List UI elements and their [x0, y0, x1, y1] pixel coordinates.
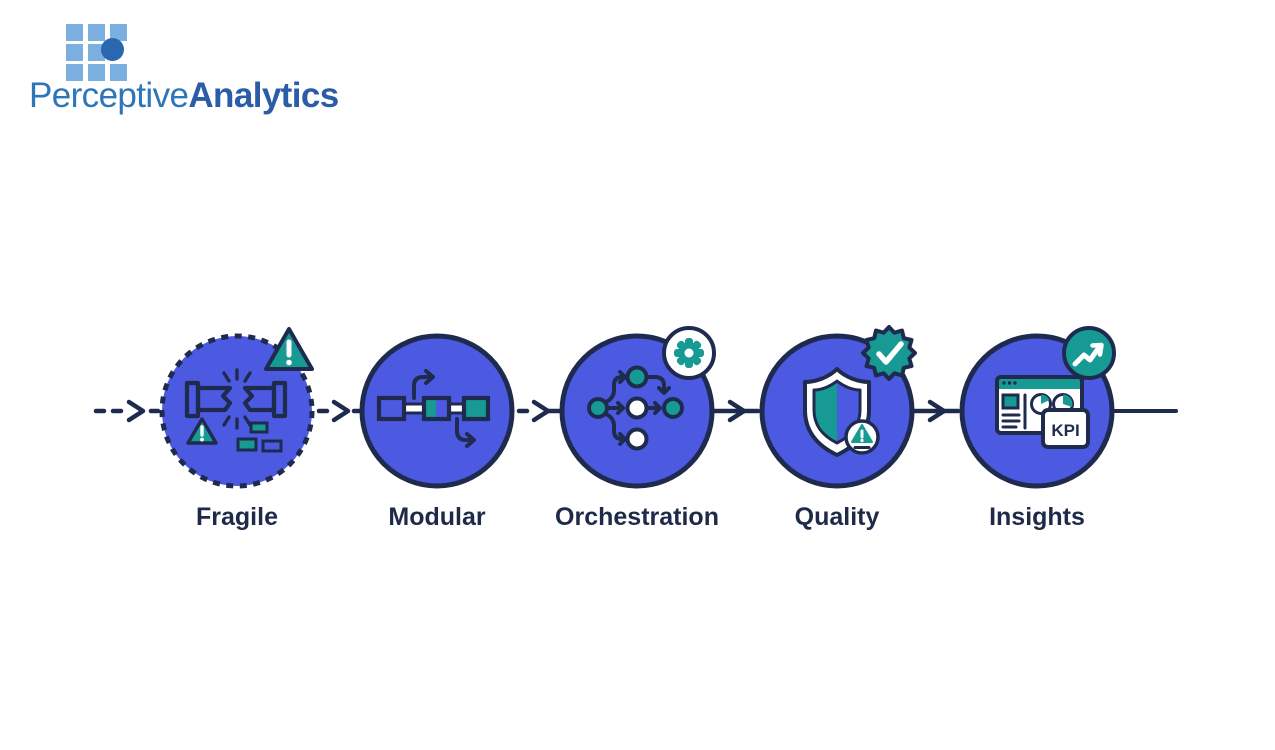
check-seal-badge-icon [861, 325, 917, 381]
spark-lines-top [222, 368, 252, 383]
broken-pipe-icon [184, 368, 288, 430]
alert-bubble-icon [844, 419, 880, 455]
window-dots-icon [1002, 381, 1017, 385]
stage-orchestration-graphic [559, 326, 716, 489]
fragile-circle [159, 333, 315, 489]
reroute-arrow-down [455, 417, 476, 448]
connector-quality-insights [911, 399, 961, 423]
logo-wordmark: PerceptiveAnalytics [29, 76, 339, 116]
debris-blocks-icon [236, 421, 283, 453]
logo-dot-icon [101, 38, 124, 61]
kpi-card-label: KPI [1051, 421, 1079, 440]
stage-insights-graphic: KPI [959, 326, 1116, 489]
reroute-arrow-up [412, 369, 435, 400]
list-lines-icon [1001, 413, 1021, 429]
stage-fragile-graphic [159, 327, 315, 489]
shield-alert-icon [803, 367, 880, 457]
perceptive-analytics-logo: PerceptiveAnalytics [0, 0, 360, 130]
stage-label-orchestration: Orchestration [555, 503, 719, 531]
stage-label-fragile: Fragile [196, 503, 278, 531]
warning-triangle-small-icon [186, 417, 218, 445]
stage-quality-graphic [759, 325, 917, 489]
brand-name-bold: Analytics [188, 76, 339, 115]
brand-name-regular: Perceptive [29, 76, 189, 115]
pipeline-connectors [93, 399, 1178, 423]
warning-triangle-badge-icon [264, 327, 314, 371]
kpi-dashboard-icon: KPI [995, 375, 1090, 449]
connector-start-fragile [93, 399, 161, 423]
modular-blocks-icon [376, 369, 491, 448]
stage-modular-graphic [359, 333, 515, 489]
trend-up-badge-icon [1062, 326, 1116, 380]
kpi-card: KPI [1041, 408, 1090, 449]
spark-lines-bottom [222, 415, 252, 430]
gear-badge-icon [662, 326, 716, 380]
connector-orchestration-quality [711, 399, 761, 423]
stage-label-modular: Modular [388, 503, 486, 531]
stage-label-quality: Quality [794, 503, 880, 531]
stage-label-insights: Insights [989, 503, 1085, 531]
dag-workflow-icon [587, 365, 684, 451]
